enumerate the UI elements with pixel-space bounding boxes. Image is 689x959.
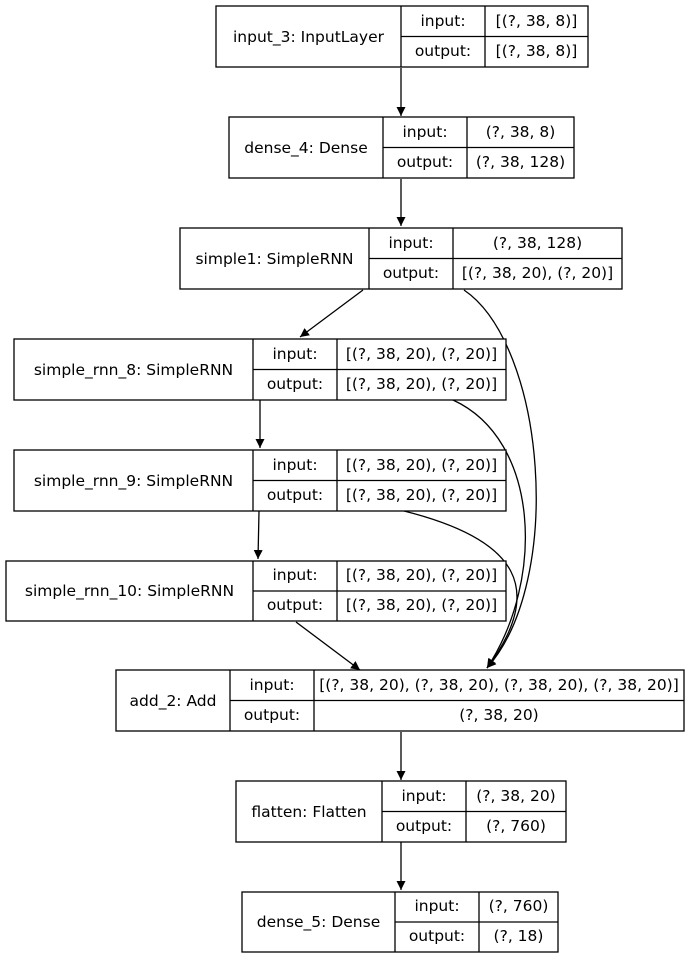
layer-name: simple_rnn_8: SimpleRNN [34, 361, 233, 380]
output-label: output: [267, 596, 323, 614]
input-shape: (?, 38, 8) [486, 123, 556, 141]
input-label: input: [272, 345, 317, 363]
layer-node-input_3: input_3: InputLayer input: output: [(?, … [215, 5, 589, 68]
layer-name: flatten: Flatten [251, 803, 366, 821]
layer-name: dense_5: Dense [257, 913, 380, 932]
input-shape: (?, 38, 128) [493, 234, 582, 252]
output-shape: (?, 38, 128) [476, 153, 565, 171]
layer-node-add_2: add_2: Add input: output: [(?, 38, 20), … [115, 669, 685, 732]
input-shape: (?, 38, 20) [476, 787, 555, 805]
output-label: output: [396, 817, 452, 835]
output-label: output: [409, 927, 465, 945]
layer-name: simple_rnn_9: SimpleRNN [34, 472, 233, 491]
layer-name: input_3: InputLayer [233, 28, 385, 47]
output-label: output: [244, 706, 300, 724]
output-label: output: [415, 42, 471, 60]
layer-node-flatten: flatten: Flatten input: output: (?, 38, … [235, 780, 567, 843]
input-shape: [(?, 38, 8)] [496, 12, 578, 30]
output-label: output: [267, 375, 323, 393]
layer-node-dense_5: dense_5: Dense input: output: (?, 760) (… [241, 891, 559, 953]
layer-name: simple_rnn_10: SimpleRNN [25, 582, 234, 601]
layer-name: add_2: Add [130, 692, 217, 711]
input-label: input: [272, 456, 317, 474]
output-shape: [(?, 38, 20), (?, 20)] [346, 596, 497, 614]
input-label: input: [249, 676, 294, 694]
output-label: output: [397, 153, 453, 171]
edge-simple_rnn_9-simple_rnn_10 [253, 510, 263, 560]
edge-simple1-simple_rnn_8 [299, 289, 364, 338]
output-shape: [(?, 38, 20), (?, 20)] [462, 264, 613, 282]
input-label: input: [414, 897, 459, 915]
edge-simple_rnn_8-add_2 [452, 399, 526, 669]
input-shape: (?, 760) [489, 897, 549, 915]
output-shape: [(?, 38, 20), (?, 20)] [346, 486, 497, 504]
output-shape: (?, 18) [494, 927, 544, 945]
output-shape: [(?, 38, 20), (?, 20)] [346, 375, 497, 393]
output-label: output: [267, 486, 323, 504]
layer-name: simple1: SimpleRNN [195, 250, 353, 268]
layer-node-simple1: simple1: SimpleRNN input: output: (?, 38… [179, 227, 623, 290]
edge-simple_rnn_9-add_2 [403, 510, 518, 669]
output-shape: (?, 760) [486, 817, 546, 835]
output-label: output: [383, 264, 439, 282]
layer-node-simple_rnn_9: simple_rnn_9: SimpleRNN input: output: [… [13, 449, 507, 512]
output-shape: [(?, 38, 8)] [496, 42, 578, 60]
input-label: input: [272, 566, 317, 584]
edges [253, 68, 537, 890]
layer-node-simple_rnn_8: simple_rnn_8: SimpleRNN input: output: [… [13, 338, 507, 401]
input-label: input: [401, 787, 446, 805]
layer-node-simple_rnn_10: simple_rnn_10: SimpleRNN input: output: … [5, 560, 507, 622]
input-label: input: [402, 123, 447, 141]
input-shape: [(?, 38, 20), (?, 38, 20), (?, 38, 20), … [319, 676, 679, 694]
output-shape: (?, 38, 20) [459, 706, 538, 724]
input-shape: [(?, 38, 20), (?, 20)] [346, 566, 497, 584]
input-label: input: [388, 234, 433, 252]
edge-simple1-add_2 [463, 289, 537, 669]
input-shape: [(?, 38, 20), (?, 20)] [346, 456, 497, 474]
layer-name: dense_4: Dense [244, 139, 367, 158]
edge-simple_rnn_10-add_2 [295, 621, 361, 671]
layer-node-dense_4: dense_4: Dense input: output: (?, 38, 8)… [228, 116, 575, 179]
input-shape: [(?, 38, 20), (?, 20)] [346, 345, 497, 363]
input-label: input: [420, 12, 465, 30]
